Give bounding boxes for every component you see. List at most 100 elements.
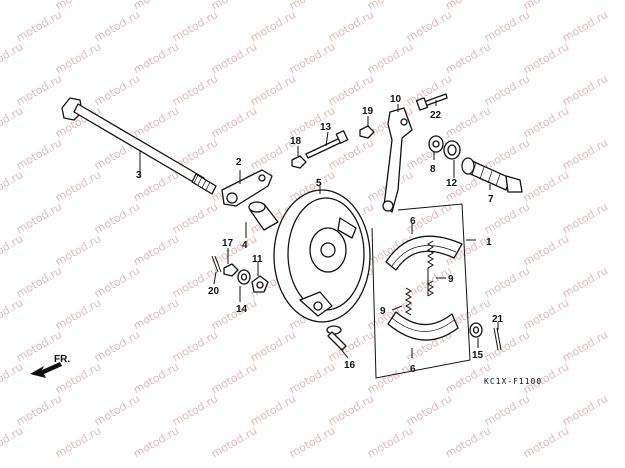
- pin-washer: [469, 322, 483, 338]
- brake-panel: [273, 189, 371, 323]
- axle-collar: [248, 201, 279, 231]
- watermark-text: motod.ru: [0, 104, 25, 140]
- watermark-text: motod.ru: [131, 232, 181, 268]
- watermark-text: motod.ru: [443, 40, 493, 76]
- watermark-text: motod.ru: [92, 72, 142, 108]
- watermark-text: motod.ru: [170, 328, 220, 364]
- watermark-text: motod.ru: [482, 200, 532, 236]
- watermark-text: motod.ru: [248, 8, 298, 44]
- watermark-text: motod.ru: [560, 8, 610, 44]
- shoe-spring-right: [427, 240, 434, 297]
- watermark-text: motod.ru: [92, 264, 142, 300]
- watermark-text: motod.ru: [209, 0, 259, 13]
- diagram-code: KC1X-F1100: [484, 377, 542, 386]
- axle-bolt: [61, 97, 217, 195]
- watermark-text: motod.ru: [92, 392, 142, 428]
- watermark-text: motod.ru: [0, 360, 25, 396]
- callout-11: 11: [252, 254, 263, 265]
- watermark-text: motod.ru: [0, 424, 25, 460]
- front-direction-label: FR.: [54, 354, 70, 365]
- watermark-text: motod.ru: [209, 360, 259, 396]
- watermark-text: motod.ru: [521, 168, 571, 204]
- watermark-text: motod.ru: [326, 392, 376, 428]
- watermark-text: motod.ru: [0, 168, 25, 204]
- watermark-text: motod.ru: [560, 72, 610, 108]
- watermark-text: motod.ru: [443, 0, 493, 13]
- callout-22: 22: [430, 110, 442, 121]
- watermark-text: motod.ru: [482, 392, 532, 428]
- callout-8: 8: [430, 164, 436, 175]
- callout-6-upper: 6: [410, 216, 416, 227]
- cam-washer: [428, 135, 444, 153]
- watermark-text: motod.ru: [404, 8, 454, 44]
- anchor-pin: [326, 325, 347, 351]
- callout-5: 5: [316, 178, 322, 189]
- watermark-text: motod.ru: [209, 40, 259, 76]
- watermark-text: motod.ru: [131, 104, 181, 140]
- watermark-text: motod.ru: [14, 392, 64, 428]
- callout-10: 10: [390, 94, 402, 105]
- adjuster-plate: [221, 169, 273, 207]
- callout-13: 13: [320, 122, 332, 133]
- callout-14: 14: [236, 304, 248, 315]
- watermark-text: motod.ru: [521, 104, 571, 140]
- watermark-text: motod.ru: [482, 328, 532, 364]
- watermark-text: motod.ru: [170, 72, 220, 108]
- watermark-text: motod.ru: [131, 424, 181, 460]
- cotter-pin-right: [493, 327, 502, 351]
- watermark-text: motod.ru: [0, 232, 25, 268]
- shoe-set-bracket: [371, 203, 471, 379]
- brake-shoe-upper: [385, 235, 463, 271]
- brake-shoe-lower: [387, 311, 459, 341]
- watermark-text: motod.ru: [92, 8, 142, 44]
- callout-19: 19: [362, 106, 374, 117]
- watermark-text: motod.ru: [521, 0, 571, 13]
- watermark-text: motod.ru: [53, 232, 103, 268]
- callout-21: 21: [492, 314, 504, 325]
- watermark-text: motod.ru: [209, 424, 259, 460]
- watermark-text: motod.ru: [14, 264, 64, 300]
- watermark-text: motod.ru: [365, 424, 415, 460]
- watermark-text: motod.ru: [0, 296, 25, 332]
- watermark-text: motod.ru: [131, 40, 181, 76]
- watermark-text: motod.ru: [14, 200, 64, 236]
- watermark-text: motod.ru: [560, 136, 610, 172]
- watermark-text: motod.ru: [560, 392, 610, 428]
- watermark-text: motod.ru: [14, 136, 64, 172]
- watermark-text: motod.ru: [560, 200, 610, 236]
- callout-9-left: 9: [380, 306, 386, 317]
- arm-bolt: [305, 130, 349, 159]
- watermark-text: motod.ru: [170, 392, 220, 428]
- watermark-text: motod.ru: [482, 264, 532, 300]
- front-direction-arrow: FR.: [30, 354, 70, 378]
- callout-12: 12: [446, 178, 458, 189]
- watermark-text: motod.ru: [560, 328, 610, 364]
- stay-washer: [237, 269, 251, 285]
- callout-20: 20: [208, 286, 220, 297]
- watermark-text: motod.ru: [92, 200, 142, 236]
- watermark-text: motod.ru: [287, 40, 337, 76]
- watermark-text: motod.ru: [92, 328, 142, 364]
- watermark-text: motod.ru: [53, 0, 103, 13]
- watermark-text: motod.ru: [521, 296, 571, 332]
- watermark-text: motod.ru: [53, 40, 103, 76]
- watermark-text: motod.ru: [248, 328, 298, 364]
- watermark-text: motod.ru: [521, 40, 571, 76]
- watermark-text: motod.ru: [365, 40, 415, 76]
- watermark-text: motod.ru: [248, 392, 298, 428]
- watermark-text: motod.ru: [521, 232, 571, 268]
- watermark-text: motod.ru: [131, 296, 181, 332]
- callout-3: 3: [136, 170, 142, 181]
- brake-arm: [382, 107, 413, 213]
- watermark-text: motod.ru: [521, 424, 571, 460]
- watermark-text: motod.ru: [482, 72, 532, 108]
- callout-9-right: 9: [448, 274, 454, 285]
- watermark-text: motod.ru: [287, 360, 337, 396]
- watermark-text: motod.ru: [326, 72, 376, 108]
- watermark-text: motod.ru: [170, 8, 220, 44]
- callout-6-lower: 6: [410, 364, 416, 375]
- brake-cam: [461, 157, 523, 193]
- callout-18: 18: [290, 136, 302, 147]
- cam-nut: [359, 125, 375, 139]
- watermark-text: motod.ru: [326, 8, 376, 44]
